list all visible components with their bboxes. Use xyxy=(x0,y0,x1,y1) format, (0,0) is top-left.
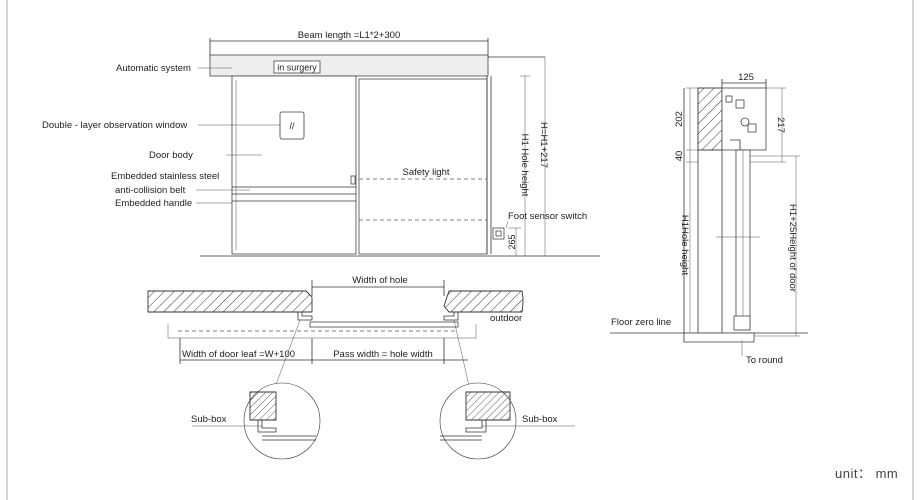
observation-window-mark: // xyxy=(289,121,295,131)
detail-right-subbox xyxy=(465,420,487,433)
side-h1-25-label: H1+25Height of door xyxy=(787,204,798,292)
foot-sensor-inner xyxy=(495,230,502,237)
h-total-label: H=H1+217 xyxy=(538,122,549,168)
side-operator-wheel xyxy=(740,117,750,127)
plan-wall-left xyxy=(147,290,313,313)
dim-217-label: 217 xyxy=(775,117,786,133)
operator-beam xyxy=(209,54,489,77)
foot-sensor-leader xyxy=(505,220,509,229)
dim-125-label: 125 xyxy=(738,72,754,83)
width-of-hole-label: Width of hole xyxy=(352,275,407,286)
side-operator-part-3 xyxy=(747,123,757,133)
observation-window-label: Double - layer observation window xyxy=(42,120,187,131)
floor-zero-label: Floor zero line xyxy=(611,317,671,328)
in-surgery-sign xyxy=(273,60,321,74)
observation-window xyxy=(279,111,305,140)
detail-right-wall xyxy=(465,391,511,421)
side-floor-sill xyxy=(683,332,755,343)
sub-box-right-label: Sub-box xyxy=(522,414,558,425)
side-h1-label: H1Hole height xyxy=(679,215,690,276)
side-section: 125 202 40 217 H1Hole heig xyxy=(610,72,808,366)
beam-length-label: Beam length =L1*2+300 xyxy=(298,30,400,41)
pass-width-label: Pass width = hole width xyxy=(333,349,433,360)
detail-left-subbox xyxy=(257,420,277,433)
door-leaf-width-label: Width of door leaf =W+100 xyxy=(182,349,295,360)
door-body-label: Door body xyxy=(149,150,193,161)
dim-265-label: 265 xyxy=(507,234,517,249)
detail-left-wall xyxy=(249,391,277,421)
front-elevation: Beam length =L1*2+300 in surgery Automat… xyxy=(42,30,600,257)
plan-wall-right xyxy=(443,290,524,313)
sub-box-left-label: Sub-box xyxy=(191,414,227,425)
to-round-label: To round xyxy=(746,355,783,366)
dim-40-label: 40 xyxy=(674,151,685,162)
foot-sensor-label: Foot sensor switch xyxy=(508,211,587,222)
plan-subbox-right xyxy=(443,312,459,321)
unit-label: unit： mm xyxy=(835,466,898,481)
detail-right: Sub-box xyxy=(439,382,575,460)
door-hole-panel xyxy=(358,78,488,255)
stainless-steel-label-1: Embedded stainless steel xyxy=(111,171,219,182)
embedded-handle-slot xyxy=(350,175,356,185)
stainless-steel-label-2: anti-collision belt xyxy=(115,185,186,196)
dim-202-label: 202 xyxy=(674,111,685,127)
in-surgery-label: in surgery xyxy=(277,63,317,73)
embedded-handle-label: Embedded handle xyxy=(115,198,192,209)
plan-view: Width of hole outdoor Width of door leaf… xyxy=(147,275,524,391)
door-leaf xyxy=(231,75,357,255)
outdoor-label: outdoor xyxy=(490,313,522,324)
detail-leader-right xyxy=(453,319,471,391)
automatic-system-label: Automatic system xyxy=(116,63,191,74)
side-operator-part-1 xyxy=(725,95,733,103)
side-wall-lintel xyxy=(697,87,723,151)
plan-door-leaf xyxy=(309,321,459,328)
plan-subbox-left xyxy=(297,312,313,321)
side-operator-part-2 xyxy=(735,99,745,109)
detail-left: Sub-box xyxy=(191,382,321,460)
side-bottom-guide xyxy=(733,315,751,331)
safety-light-label: Safety light xyxy=(403,167,450,178)
h1-hole-height-label: H1 Hole height xyxy=(519,134,530,197)
plan-operator-outline xyxy=(167,324,477,339)
detail-leader-left xyxy=(273,319,301,391)
